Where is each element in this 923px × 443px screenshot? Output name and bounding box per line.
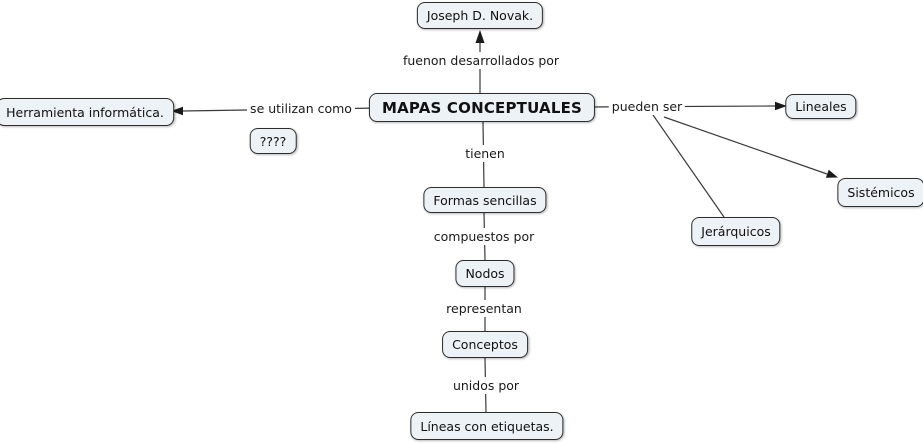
- link-label-tienen[interactable]: tienen: [462, 145, 508, 162]
- concept-node-sistemicos[interactable]: Sistémicos: [837, 178, 923, 207]
- concept-node-formas-sencillas[interactable]: Formas sencillas: [423, 187, 547, 213]
- arrowhead-left-herramienta: [171, 106, 183, 116]
- link-label-unidos-por[interactable]: unidos por: [449, 377, 523, 394]
- link-label-se-utilizan-como[interactable]: se utilizan como: [247, 100, 355, 117]
- concept-node-mapas-conceptuales[interactable]: MAPAS CONCEPTUALES: [368, 93, 596, 122]
- link-label-fueron-desarrollados-por[interactable]: fuenon desarrollados por: [399, 52, 563, 69]
- concept-node-joseph-d-novak[interactable]: Joseph D. Novak.: [416, 2, 544, 29]
- arrowhead-up-joseph: [475, 30, 485, 43]
- concept-node-herramienta-informatica[interactable]: Herramienta informática.: [0, 98, 174, 126]
- concept-node-jerarquicos[interactable]: Jerárquicos: [691, 217, 781, 246]
- edge-pueden-jerarquicos: [652, 114, 725, 218]
- link-label-pueden-ser[interactable]: pueden ser: [608, 98, 686, 115]
- concept-node-conceptos[interactable]: Conceptos: [442, 331, 528, 358]
- arrowhead-diag-sistemicos: [825, 169, 838, 178]
- concept-node-lineales[interactable]: Lineales: [785, 94, 857, 119]
- concept-node-nodos[interactable]: Nodos: [455, 260, 515, 287]
- arrowhead-right-lineales: [775, 101, 787, 111]
- concept-node-question-marks[interactable]: ????: [249, 128, 297, 154]
- edge-pueden-sistemicos: [663, 116, 828, 175]
- link-label-representan[interactable]: representan: [443, 300, 525, 317]
- link-label-compuestos-por[interactable]: compuestos por: [430, 228, 538, 245]
- concept-node-lineas-con-etiquetas[interactable]: Líneas con etiquetas.: [410, 412, 564, 440]
